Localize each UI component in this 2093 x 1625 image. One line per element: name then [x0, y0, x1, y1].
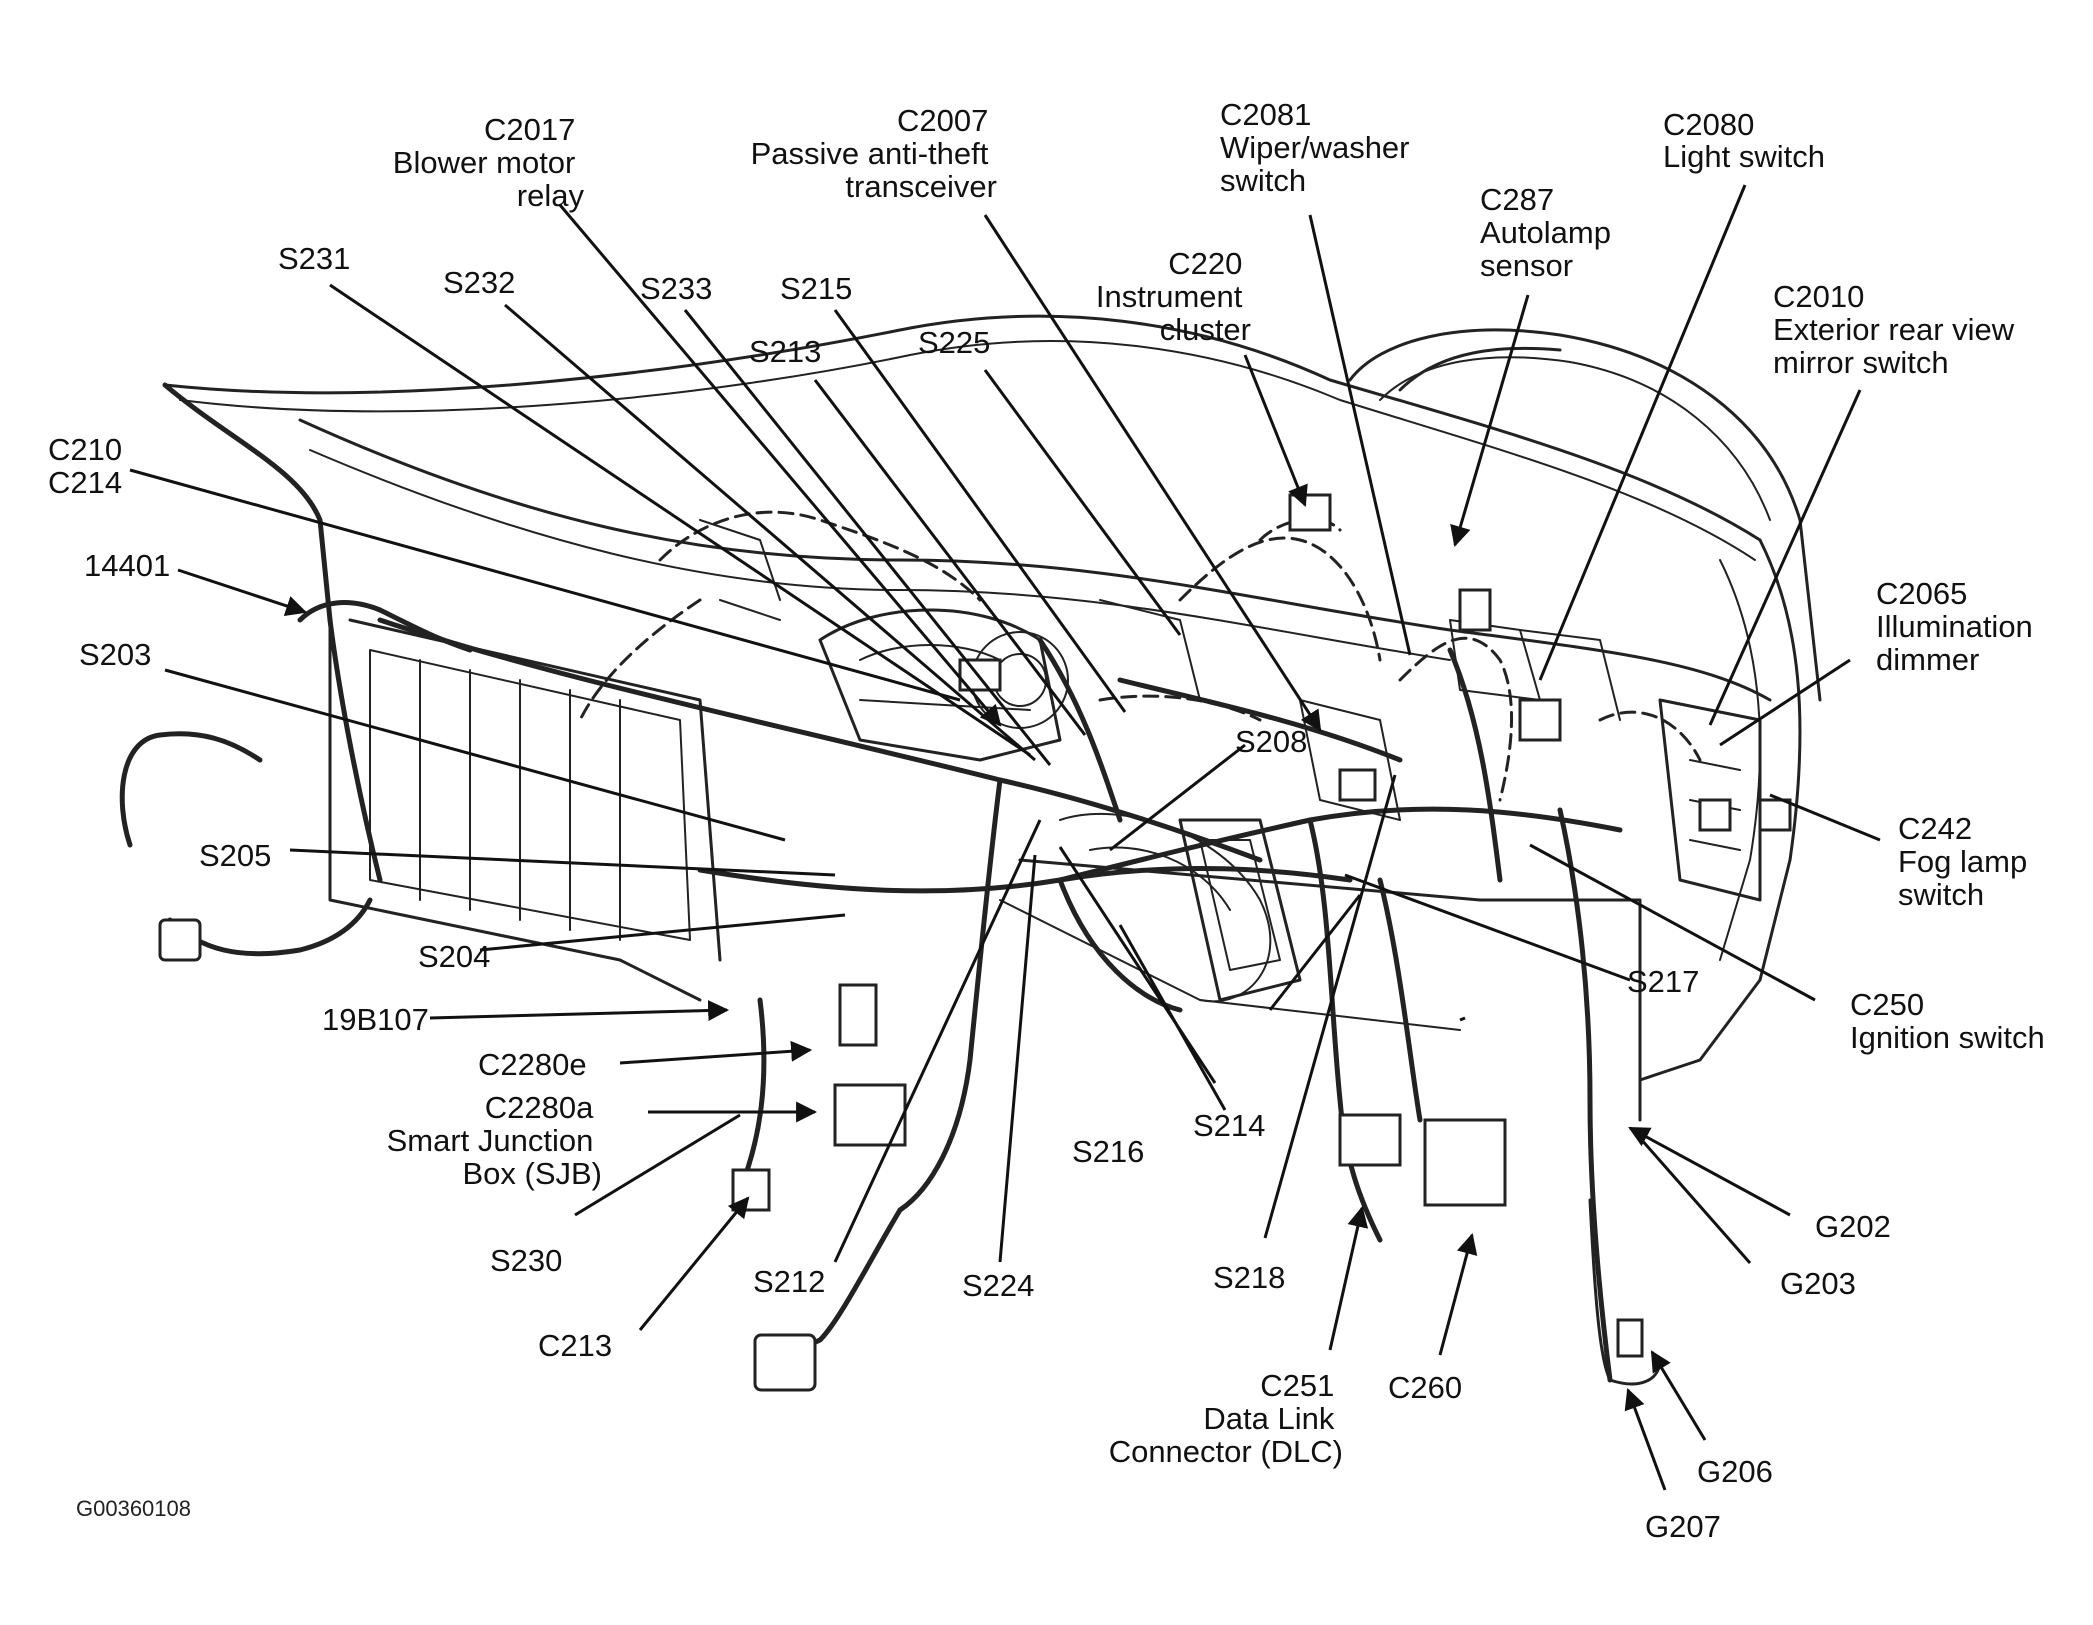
wire-harness [119, 510, 1702, 1386]
label-s203: S203 [79, 637, 151, 672]
label-c2065: C2065 Illumination dimmer [1876, 576, 2041, 677]
label-s204: S204 [418, 939, 490, 974]
label-g202: G202 [1815, 1209, 1891, 1244]
label-g203: G203 [1780, 1266, 1856, 1301]
label-s230: S230 [490, 1243, 562, 1278]
label-s215: S215 [780, 271, 852, 306]
label-s208: S208 [1235, 724, 1307, 759]
label-c250: C250 Ignition switch [1850, 987, 2045, 1055]
label-c213: C213 [538, 1328, 612, 1363]
label-s214: S214 [1193, 1108, 1265, 1143]
label-s232: S232 [443, 265, 515, 300]
label-c2010: C2010 Exterior rear view mirror switch [1773, 279, 2023, 380]
label-c242: C242 Fog lamp switch [1898, 811, 2036, 912]
label-c287: C287 Autolamp sensor [1480, 182, 1620, 283]
label-s213: S213 [749, 334, 821, 369]
label-s205: S205 [199, 838, 271, 873]
label-c210-c214: C210 C214 [48, 432, 131, 500]
figure-code: G00360108 [76, 1496, 191, 1521]
label-s217: S217 [1627, 964, 1699, 999]
label-s224: S224 [962, 1268, 1034, 1303]
label-c2081: C2081 Wiper/washer switch [1220, 97, 1418, 198]
connectors [158, 493, 1792, 1392]
label-c260: C260 [1388, 1370, 1462, 1405]
label-s212: S212 [753, 1264, 825, 1299]
label-14401: 14401 [84, 548, 170, 583]
label-c220: C220 Instrument cluster [1096, 246, 1251, 347]
label-s216: S216 [1072, 1134, 1144, 1169]
label-s225: S225 [918, 325, 990, 360]
label-c2080: C2080 Light switch [1663, 107, 1825, 174]
leader-lines [129, 184, 1881, 1491]
label-c2280e: C2280e [478, 1047, 587, 1082]
label-s218: S218 [1213, 1260, 1285, 1295]
label-c2280a: C2280a Smart Junction Box (SJB) [387, 1090, 602, 1191]
labels: C2017 Blower motor relay C2007 Passive a… [48, 97, 2045, 1544]
label-s233: S233 [640, 271, 712, 306]
label-c251: C251 Data Link Connector (DLC) [1109, 1368, 1343, 1469]
label-c2017: C2017 Blower motor relay [393, 112, 585, 213]
label-g207: G207 [1645, 1509, 1721, 1544]
label-g206: G206 [1697, 1454, 1773, 1489]
label-c2007: C2007 Passive anti-theft transceiver [751, 103, 997, 204]
label-19b107: 19B107 [322, 1002, 429, 1037]
label-s231: S231 [278, 241, 350, 276]
